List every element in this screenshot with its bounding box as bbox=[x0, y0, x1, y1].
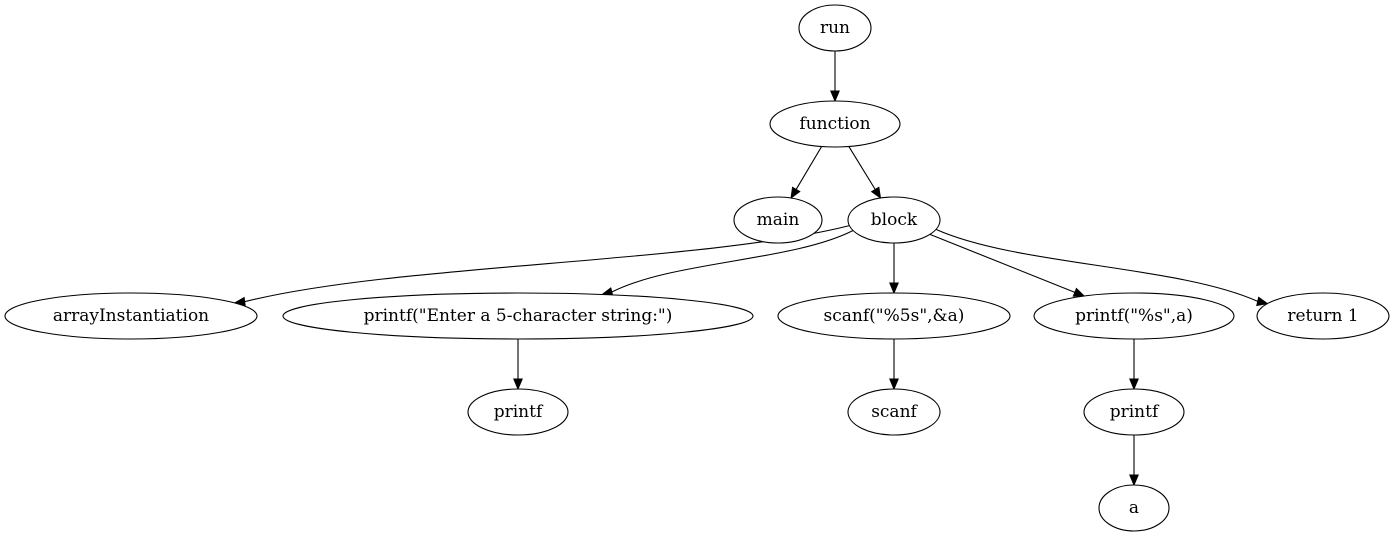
edge-block-to-return1 bbox=[935, 228, 1269, 307]
edge-run-to-function bbox=[830, 51, 840, 103]
node-label: block bbox=[871, 210, 918, 230]
node-label: arrayInstantiation bbox=[53, 306, 209, 326]
edge-line bbox=[611, 229, 854, 293]
edge-line bbox=[929, 233, 1076, 293]
node-ellipse bbox=[769, 100, 901, 148]
node-a-leaf: a bbox=[1098, 484, 1170, 532]
arrowhead bbox=[1072, 287, 1086, 297]
node-label: scanf bbox=[871, 402, 918, 422]
node-ellipse bbox=[847, 388, 941, 436]
node-ellipse bbox=[1256, 292, 1390, 340]
arrowhead bbox=[830, 90, 840, 103]
node-run: run bbox=[798, 4, 872, 52]
node-main: main bbox=[733, 196, 823, 244]
edge-scanf-call-to-scanf-leaf bbox=[889, 339, 899, 391]
arrowhead bbox=[889, 282, 899, 295]
node-label: a bbox=[1129, 498, 1139, 518]
node-ellipse bbox=[467, 388, 569, 436]
node-printf-leaf2: printf bbox=[1083, 388, 1185, 436]
node-label: scanf("%5s",&a) bbox=[824, 306, 965, 326]
node-label: printf("%s",a) bbox=[1075, 306, 1193, 326]
node-ellipse bbox=[798, 4, 872, 52]
node-ellipse bbox=[1098, 484, 1170, 532]
node-label: main bbox=[757, 210, 800, 230]
node-ellipse bbox=[282, 292, 754, 340]
edge-line bbox=[935, 228, 1258, 302]
edge-printf-s-to-printf-leaf2 bbox=[1129, 339, 1139, 391]
node-scanf-call: scanf("%5s",&a) bbox=[777, 292, 1011, 340]
node-ellipse bbox=[777, 292, 1011, 340]
node-label: printf("Enter a 5-character string:") bbox=[364, 306, 673, 326]
edge-printf-leaf2-to-a-leaf bbox=[1129, 435, 1139, 487]
node-label: printf bbox=[1110, 402, 1160, 422]
edge-block-to-scanf-call bbox=[889, 243, 899, 295]
node-return1: return 1 bbox=[1256, 292, 1390, 340]
node-ellipse bbox=[1083, 388, 1185, 436]
arrowhead bbox=[790, 186, 801, 200]
node-label: printf bbox=[494, 402, 544, 422]
node-ellipse bbox=[733, 196, 823, 244]
node-printf-s: printf("%s",a) bbox=[1033, 292, 1235, 340]
arrowhead bbox=[1129, 474, 1139, 487]
node-array-instantiation: arrayInstantiation bbox=[4, 292, 258, 340]
node-block: block bbox=[847, 196, 941, 244]
node-label: function bbox=[799, 114, 870, 134]
edge-function-to-main bbox=[790, 146, 823, 200]
edge-printf-enter-to-printf-leaf1 bbox=[513, 339, 523, 391]
node-label: run bbox=[820, 18, 850, 38]
edge-block-to-printf-s bbox=[929, 233, 1086, 297]
node-label: return 1 bbox=[1287, 306, 1358, 326]
arrowhead bbox=[889, 378, 899, 391]
edge-block-to-printf-enter bbox=[600, 229, 854, 297]
arrowhead bbox=[513, 378, 523, 391]
arrowhead bbox=[1129, 378, 1139, 391]
node-function: function bbox=[769, 100, 901, 148]
node-printf-leaf1: printf bbox=[467, 388, 569, 436]
node-printf-enter: printf("Enter a 5-character string:") bbox=[282, 292, 754, 340]
node-scanf-leaf: scanf bbox=[847, 388, 941, 436]
edge-line bbox=[795, 146, 823, 190]
edge-function-to-block bbox=[848, 146, 882, 200]
arrowhead bbox=[870, 186, 882, 200]
edge-line bbox=[848, 146, 876, 190]
nodes-layer: run function main block arrayInstantiation pr… bbox=[4, 4, 1390, 532]
node-ellipse bbox=[847, 196, 941, 244]
node-ellipse bbox=[4, 292, 258, 340]
arrowhead bbox=[1256, 296, 1269, 307]
node-ellipse bbox=[1033, 292, 1235, 340]
